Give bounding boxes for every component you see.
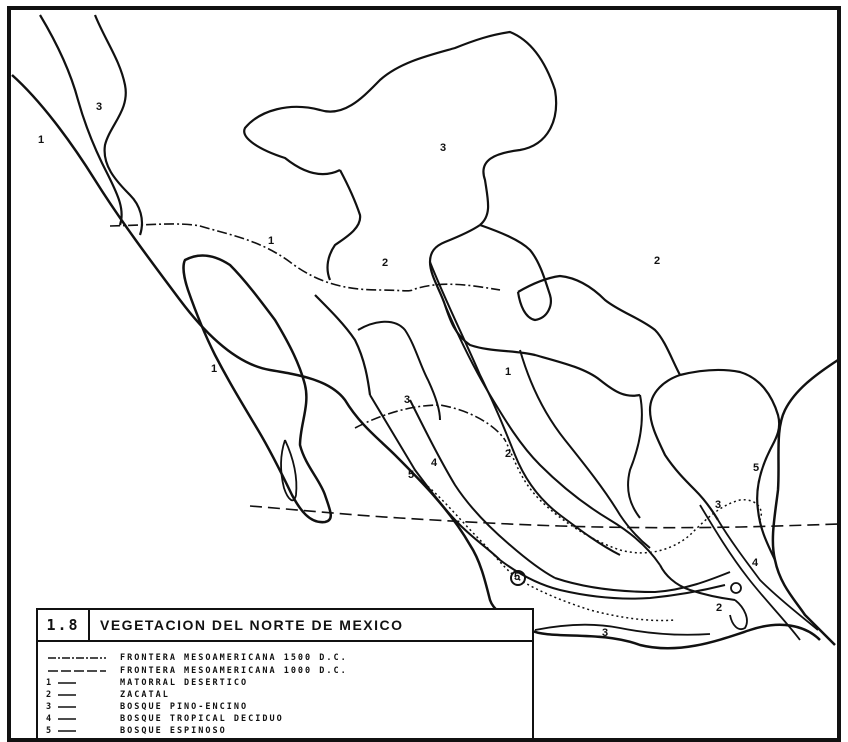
north-channel-right [93, 14, 144, 236]
zone-label: 3 [715, 499, 722, 511]
dashed-line-icon [46, 665, 108, 678]
legend-key-5: 5 [46, 726, 76, 736]
legend-item-pino-encino: 3 BOSQUE PINO-ENCINO [46, 701, 530, 714]
legend-header: 1.8 VEGETACION DEL NORTE DE MEXICO [38, 610, 532, 642]
legend-item-label: BOSQUE TROPICAL DECIDUO [120, 714, 284, 724]
legend-item-label: FRONTERA MESOAMERICANA 1000 D.C. [120, 666, 348, 676]
gulf-coastline [771, 358, 839, 646]
legend-title: VEGETACION DEL NORTE DE MEXICO [100, 617, 404, 633]
sierra-line-g [627, 394, 643, 519]
zone-label: 1 [505, 366, 512, 378]
zone5-east-outline [648, 373, 719, 521]
zone2-boundary-east [428, 224, 641, 397]
zone-label: 3 [440, 142, 447, 154]
zone-label: 5 [753, 462, 760, 474]
zone2-east-lobe [517, 274, 681, 376]
sierra-line-f [519, 349, 651, 549]
legend-item-label: BOSQUE ESPINOSO [120, 726, 227, 736]
sierra-line-d [429, 261, 621, 556]
legend-key-3: 3 [46, 702, 76, 712]
figure-number: 1.8 [38, 610, 90, 640]
zone-label: 3 [404, 394, 411, 406]
south-line-5 [717, 519, 819, 631]
south-line-1 [499, 559, 726, 600]
legend-item-label: MATORRAL DESERTICO [120, 678, 249, 688]
zone-label: 2 [716, 602, 723, 614]
sierra-line-a [357, 320, 441, 421]
zone-label: 2 [654, 255, 661, 267]
south-line-3 [659, 564, 736, 601]
legend-key-1: 1 [46, 678, 76, 688]
zone-label: 2 [382, 257, 389, 269]
map-legend: 1.8 VEGETACION DEL NORTE DE MEXICO FRONT… [36, 608, 534, 740]
zone-label: 3 [96, 101, 103, 113]
south-line-6 [699, 504, 801, 641]
zone-label: 5 [514, 571, 521, 583]
zone-label: 1 [211, 363, 218, 375]
legend-item-matorral: 1 MATORRAL DESERTICO [46, 677, 530, 690]
dash-dot-line-icon [46, 652, 108, 665]
east-zone-boundary [679, 368, 781, 561]
sierra-line-c [409, 399, 556, 579]
zone-label: 3 [602, 627, 609, 639]
frontier-1000-line [249, 505, 839, 529]
map-frame [7, 6, 841, 742]
legend-item-frontier-1500: FRONTERA MESOAMERICANA 1500 D.C. [46, 652, 530, 665]
legend-item-label: FRONTERA MESOAMERICANA 1500 D.C. [120, 653, 348, 663]
zone-label: 4 [752, 557, 759, 569]
legend-item-espinoso: 5 BOSQUE ESPINOSO [46, 725, 530, 738]
zone-label: 2 [505, 448, 512, 460]
dotted-line-sierra [504, 439, 762, 554]
south-line-2 [554, 571, 731, 594]
zone2-east-outline [479, 223, 552, 322]
south-line-7 [534, 623, 711, 636]
zone-label: 1 [268, 235, 275, 247]
zone3-northeast-outline [243, 30, 558, 226]
zone-label: 4 [431, 457, 438, 469]
frontier-1500-south [354, 404, 506, 441]
legend-item-frontier-1000: FRONTERA MESOAMERICANA 1000 D.C. [46, 665, 530, 678]
legend-item-tropical-deciduo: 4 BOSQUE TROPICAL DECIDUO [46, 713, 530, 726]
frontier-1500-line [109, 223, 501, 292]
circled-zone-marker [510, 570, 526, 586]
baja-peninsula [182, 254, 332, 524]
sierra-line-b [369, 394, 501, 561]
north-channel-left [39, 14, 123, 226]
island-marker-1 [730, 582, 742, 594]
legend-key-2: 2 [46, 690, 76, 700]
dotted-line-coast [419, 479, 676, 622]
legend-item-zacatal: 2 ZACATAL [46, 689, 530, 702]
baja-inner-coast [280, 439, 298, 502]
sierra-west-boundary [314, 294, 372, 396]
zone2-center-outline [326, 169, 362, 281]
pacific-coastline [11, 74, 821, 650]
south-line-4 [729, 599, 748, 630]
legend-item-label: ZACATAL [120, 690, 170, 700]
zone-label: 1 [38, 134, 45, 146]
sierra-line-e [444, 304, 661, 566]
zone-label: 5 [408, 469, 415, 481]
legend-item-label: BOSQUE PINO-ENCINO [120, 702, 249, 712]
legend-key-4: 4 [46, 714, 76, 724]
